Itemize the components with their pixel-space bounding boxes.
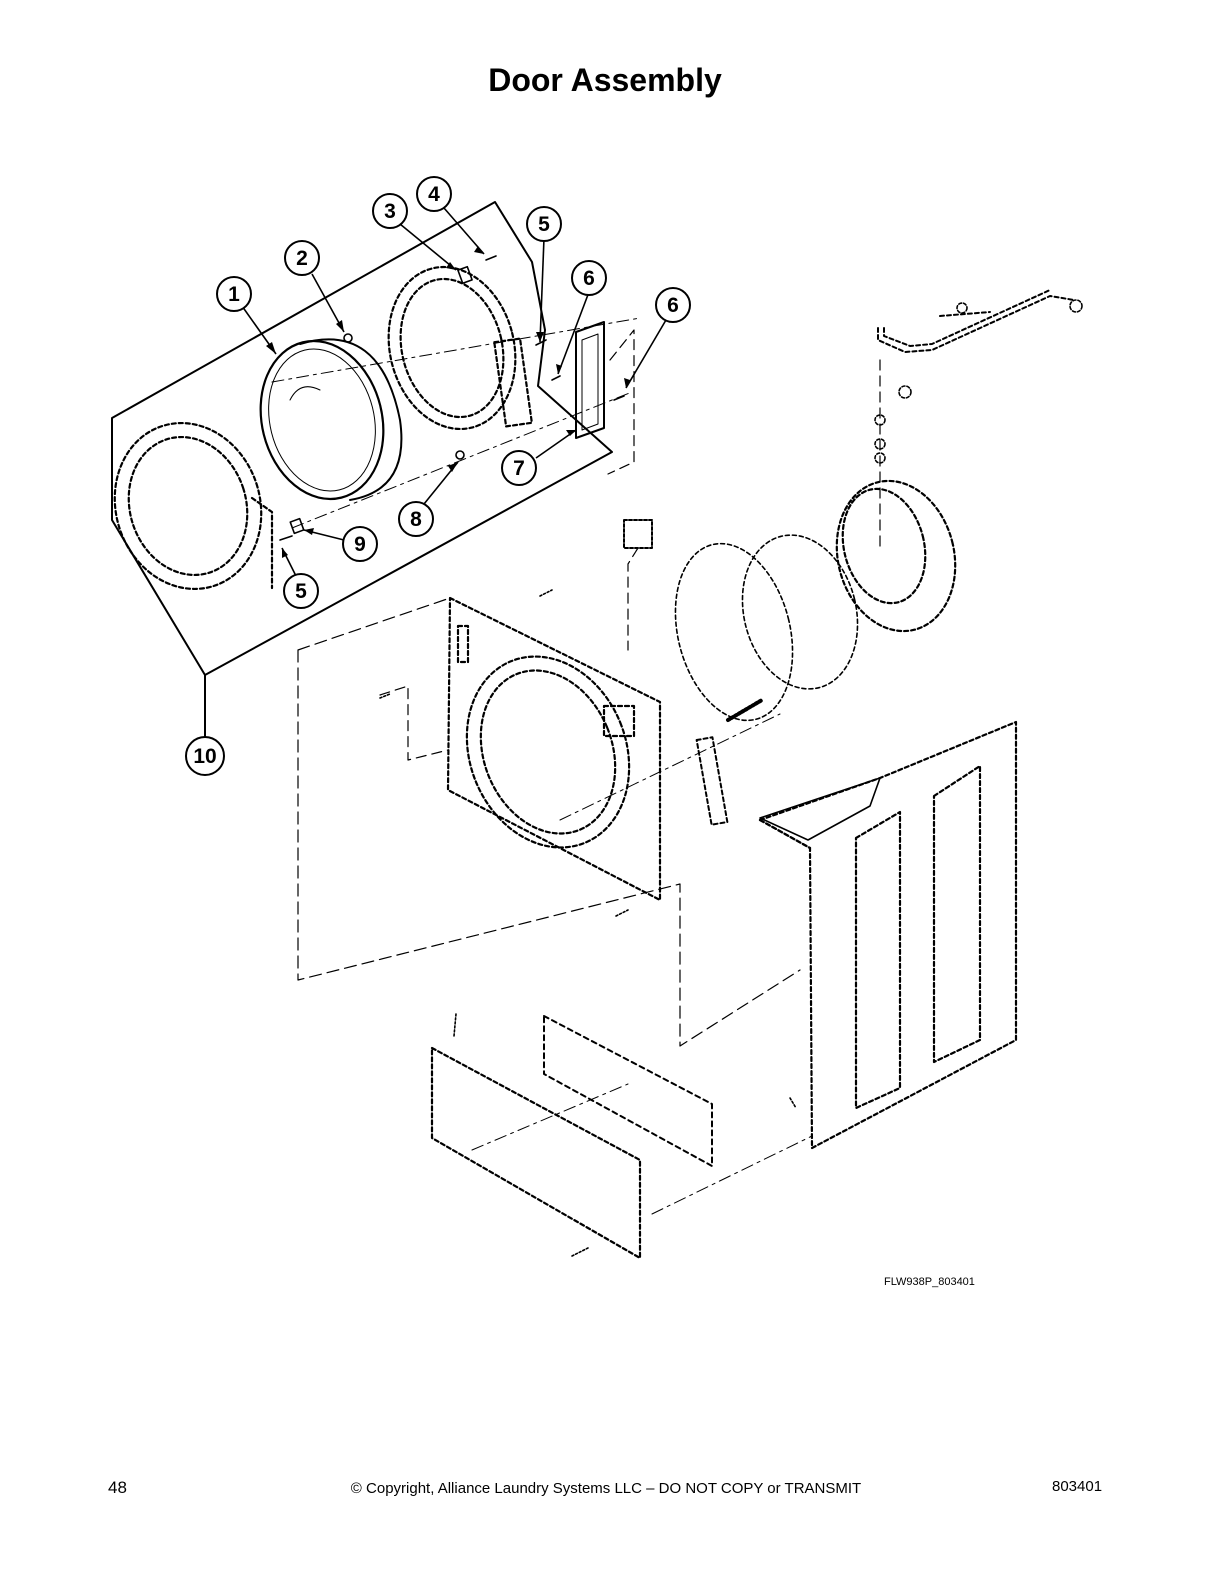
- callout-label: 6: [583, 267, 595, 290]
- inner-door-ring: [387, 265, 533, 431]
- callout-8: 8: [398, 501, 434, 537]
- callout-2: 2: [284, 240, 320, 276]
- callouts: 1 2 3 4 5 6 6 7: [185, 176, 691, 776]
- callout-3: 3: [372, 193, 408, 229]
- callout-label: 5: [295, 580, 307, 603]
- footer-page-number: 48: [108, 1478, 127, 1497]
- lower-alignment-lines: [471, 1083, 813, 1215]
- screws: [379, 589, 797, 1257]
- callout-6-left: 6: [571, 260, 607, 296]
- callout-label: 5: [538, 213, 550, 236]
- front-panel: [446, 596, 662, 902]
- callout-6-right: 6: [655, 287, 691, 323]
- door-fasteners: [279, 255, 625, 541]
- footer-doc-number: 803401: [1052, 1478, 1103, 1495]
- hinge-plate: [575, 321, 605, 439]
- callout-label: 8: [410, 508, 422, 531]
- top-clip: [623, 519, 653, 549]
- footer-copyright: © Copyright, Alliance Laundry Systems LL…: [350, 1480, 862, 1497]
- cabinet: [758, 720, 1018, 1150]
- callout-4: 4: [416, 176, 452, 212]
- cabinet-top-plate: [759, 777, 881, 841]
- alignment-lines-door: [271, 317, 641, 529]
- hose-fittings: [874, 299, 1083, 464]
- callout-9: 9: [342, 526, 378, 562]
- callout-7: 7: [501, 450, 537, 486]
- callout-label: 7: [513, 457, 525, 480]
- front-panel-dash-frame: [297, 597, 801, 1047]
- door-seal-rings: [674, 534, 859, 722]
- spring-dash-line: [559, 713, 781, 821]
- left-screw-frame: [379, 685, 449, 761]
- callout-label: 2: [296, 247, 308, 270]
- callout-label: 1: [228, 283, 240, 306]
- callout-label: 9: [354, 533, 366, 556]
- clip-dash-line: [627, 547, 639, 651]
- callout-1: 1: [216, 276, 252, 312]
- leader-arrowheads: [266, 246, 630, 558]
- callout-label: 10: [193, 745, 216, 768]
- callout-label: 4: [428, 183, 440, 206]
- toe-kick-panel: [430, 1046, 642, 1260]
- spring-bracket: [695, 698, 764, 826]
- door-boot: [835, 479, 957, 633]
- figure-id: FLW938P_803401: [884, 1276, 975, 1288]
- outer-door-ring: [113, 421, 274, 591]
- callout-5-top: 5: [526, 206, 562, 242]
- callout-label: 6: [667, 294, 679, 317]
- callout-10: 10: [185, 736, 225, 776]
- callout-label: 3: [384, 200, 396, 223]
- lower-insert-panel: [543, 1015, 713, 1167]
- door-glass: [259, 338, 403, 501]
- hinge-dash-frame: [607, 329, 635, 475]
- callout-5-bottom: 5: [283, 573, 319, 609]
- assembly-group-outline: [111, 201, 613, 676]
- page-title: Door Assembly: [488, 62, 722, 98]
- hose-assembly: [877, 289, 1075, 353]
